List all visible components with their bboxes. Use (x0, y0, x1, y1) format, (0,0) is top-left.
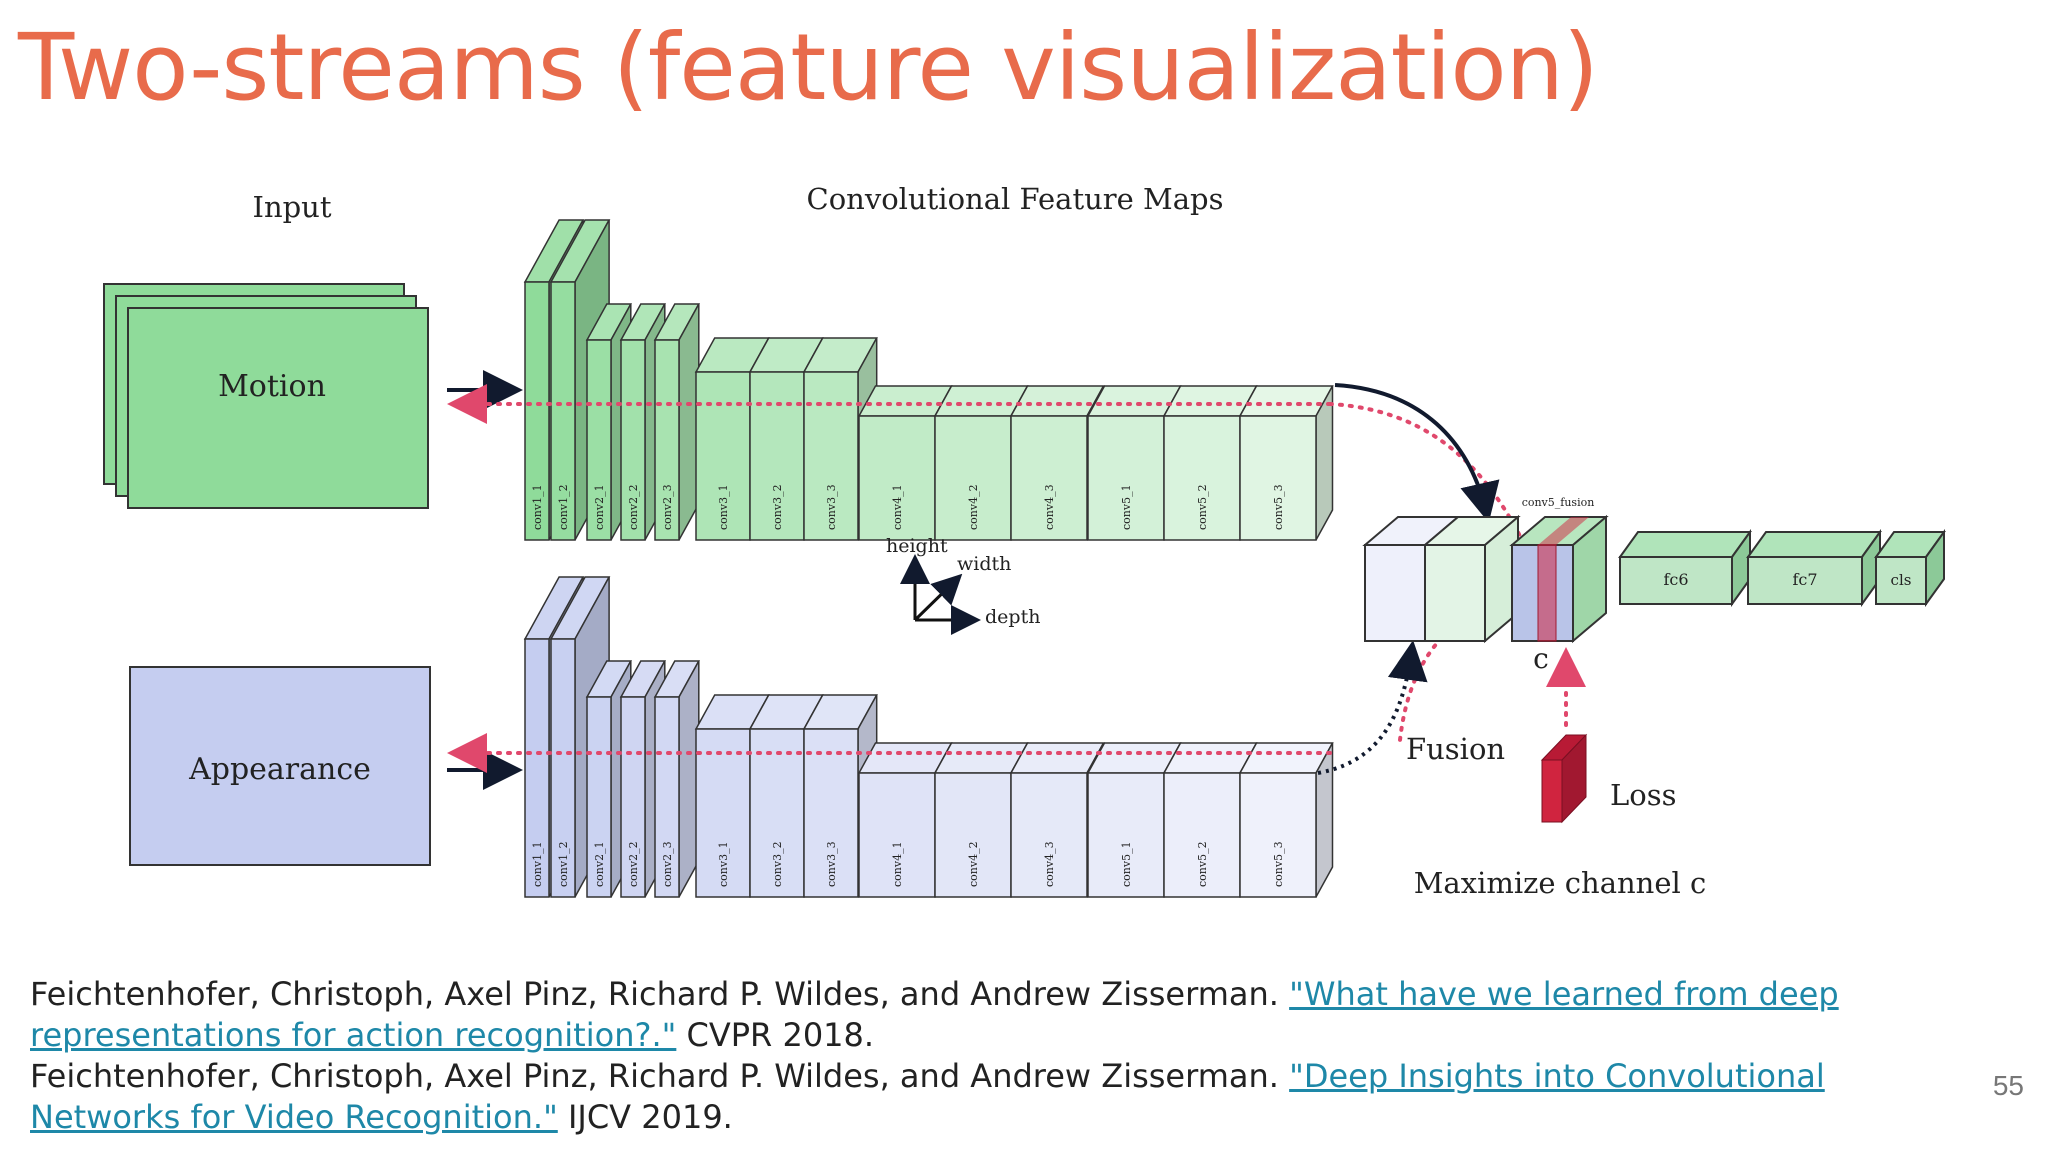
appearance-layer-label: conv5_1 (1120, 841, 1133, 887)
appearance-layer-label: conv2_1 (593, 841, 606, 887)
motion-layer-label: conv1_2 (557, 484, 570, 530)
appearance-layer-label: conv4_2 (967, 841, 980, 887)
appearance-layer-conv5_3: conv5_3 (1238, 742, 1334, 898)
motion-layer-label: conv1_1 (531, 484, 544, 530)
motion-layer-label: conv5_1 (1120, 484, 1133, 530)
appearance-layer-label: conv5_3 (1272, 841, 1285, 887)
fc7-label: fc7 (1792, 570, 1817, 589)
appearance-layer-label: conv4_3 (1043, 841, 1056, 887)
input-heading: Input (252, 190, 331, 224)
motion-layer-label: conv2_2 (627, 484, 640, 530)
appearance-layer-label: conv4_1 (891, 841, 904, 887)
channel-label: c (1533, 642, 1549, 675)
axis-width-label: width (957, 553, 1011, 575)
reference-1-venue: CVPR 2018. (686, 1016, 875, 1054)
reference-2: Feichtenhofer, Christoph, Axel Pinz, Ric… (30, 1056, 1930, 1138)
motion-layer-label: conv3_1 (717, 484, 730, 530)
cls-label: cls (1891, 571, 1912, 589)
motion-layer-conv4_3: conv4_3 (1009, 385, 1105, 541)
motion-layer-label: conv5_2 (1196, 484, 1209, 530)
motion-layer-conv2_3: conv2_3 (653, 303, 701, 541)
motion-layer-label: conv2_1 (593, 484, 606, 530)
appearance-conv-layers: conv1_1 conv1_2 conv2_1 conv2_2 conv2_3 conv3… (523, 576, 1334, 898)
motion-layer-label: conv4_3 (1043, 484, 1056, 530)
motion-layer-conv5_3: conv5_3 (1238, 385, 1334, 541)
appearance-layer-label: conv3_2 (771, 841, 784, 887)
motion-layer-label: conv2_3 (661, 484, 674, 530)
appearance-layer-label: conv3_3 (825, 841, 838, 887)
motion-layer-label: conv5_3 (1272, 484, 1285, 530)
appearance-layer-label: conv5_2 (1196, 841, 1209, 887)
slide-title: Two-streams (feature visualization) (18, 14, 1599, 121)
two-stream-network-diagram: Input Convolutional Feature Maps Motion … (103, 182, 1946, 900)
appearance-label: Appearance (188, 752, 371, 787)
loss-label: Loss (1610, 778, 1676, 812)
reference-2-authors: Feichtenhofer, Christoph, Axel Pinz, Ric… (30, 1057, 1279, 1095)
axis-height-label: height (886, 535, 948, 557)
appearance-fusion-arrow (1317, 640, 1428, 775)
motion-layer-label: conv4_1 (891, 484, 904, 530)
appearance-layer-conv2_3: conv2_3 (653, 660, 701, 898)
reference-1-authors: Feichtenhofer, Christoph, Axel Pinz, Ric… (30, 975, 1279, 1013)
appearance-input: Appearance (129, 666, 431, 866)
appearance-layer-label: conv2_2 (627, 841, 640, 887)
axes-legend: height width depth (886, 535, 1040, 635)
reference-1-title-link[interactable]: "What have we learned from deep represen… (30, 975, 1839, 1054)
fusion-label: Fusion (1406, 732, 1505, 766)
reference-2-title-link[interactable]: "Deep Insights into Convolutional Networ… (30, 1057, 1825, 1136)
channel-c-slice (1537, 544, 1557, 642)
maximize-label: Maximize channel c (1414, 866, 1707, 900)
motion-layer-label: conv4_2 (967, 484, 980, 530)
reference-1: Feichtenhofer, Christoph, Axel Pinz, Ric… (30, 974, 1930, 1056)
appearance-layer-label: conv1_2 (557, 841, 570, 887)
fusion-layer-label: conv5_fusion (1522, 496, 1595, 509)
motion-fusion-arrow (1334, 383, 1500, 523)
axis-depth-label: depth (985, 606, 1040, 628)
appearance-layer-label: conv3_1 (717, 841, 730, 887)
feature-maps-heading: Convolutional Feature Maps (807, 182, 1224, 216)
motion-label: Motion (218, 369, 326, 404)
references: Feichtenhofer, Christoph, Axel Pinz, Ric… (30, 974, 1930, 1138)
page-number: 55 (1992, 1070, 2024, 1101)
fc-layers: fc6 fc7 cls (1618, 528, 1946, 608)
appearance-layer-label: conv1_1 (531, 841, 544, 887)
fusion-block: conv5_fusion c (1362, 496, 1609, 675)
reference-2-venue: IJCV 2019. (567, 1098, 733, 1136)
motion-conv-layers: conv1_1 conv1_2 conv2_1 conv2_2 conv2_3 conv3… (523, 219, 1334, 541)
motion-layer-label: conv3_2 (771, 484, 784, 530)
fc6-label: fc6 (1663, 570, 1688, 589)
appearance-layer-label: conv2_3 (661, 841, 674, 887)
motion-layer-label: conv3_3 (825, 484, 838, 530)
motion-input: Motion (103, 283, 429, 509)
loss-block: Loss (1540, 733, 1676, 824)
